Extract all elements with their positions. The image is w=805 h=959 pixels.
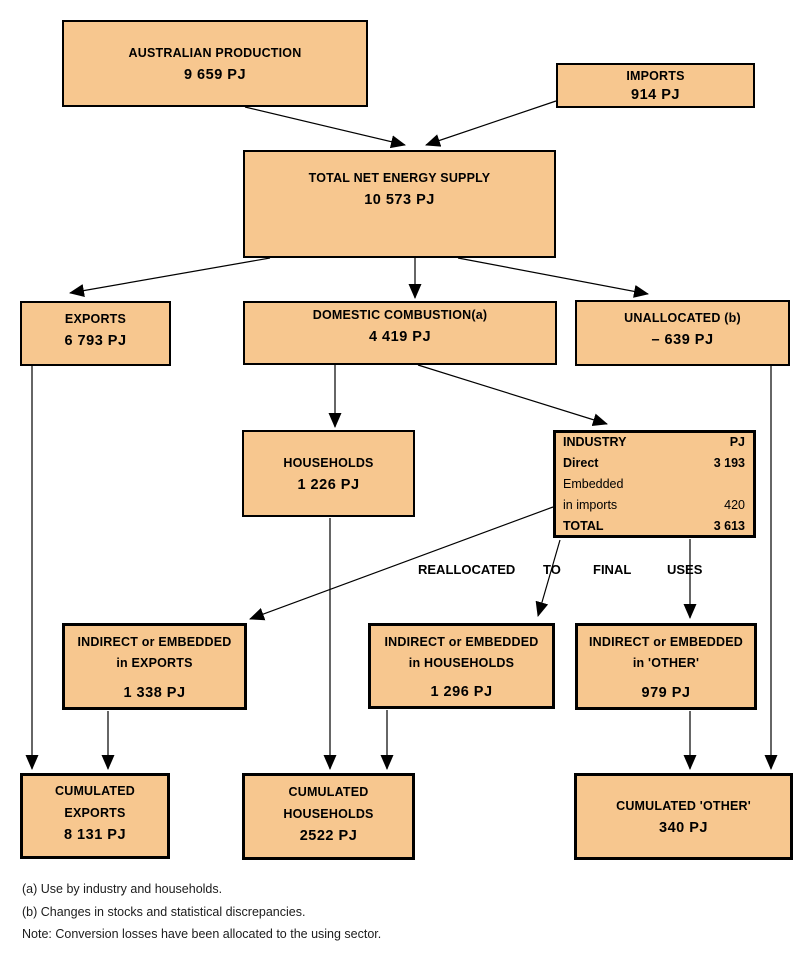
caption-reallocated: REALLOCATED	[418, 562, 516, 577]
industry-row-value: 420	[724, 497, 745, 512]
node-title-group: INDIRECT or EMBEDDED in HOUSEHOLDS	[384, 632, 538, 674]
arrow-production-to-supply	[244, 106, 406, 149]
node-title: IMPORTS	[626, 68, 685, 83]
node-cumulated-other: CUMULATED 'OTHER' 340 PJ	[574, 773, 793, 860]
footnote-b: (b) Changes in stocks and statistical di…	[22, 905, 306, 919]
node-title: HOUSEHOLDS	[283, 455, 374, 470]
node-value: 8 131 PJ	[63, 827, 127, 843]
node-value: 1 338 PJ	[123, 685, 186, 701]
industry-row-label: in imports	[563, 497, 618, 512]
node-value: 10 573 PJ	[364, 192, 435, 208]
node-title-line2: in EXPORTS	[116, 656, 193, 670]
node-value: 914 PJ	[631, 86, 680, 103]
node-title-line1: INDIRECT or EMBEDDED	[384, 635, 539, 649]
arrow-domestic-to-industry	[417, 364, 608, 427]
industry-header-label: INDUSTRY	[563, 434, 627, 449]
node-value: 4 419 PJ	[368, 329, 432, 345]
industry-header-row: INDUSTRY PJ	[563, 432, 745, 453]
node-value: 340 PJ	[659, 819, 708, 836]
node-value: 6 793 PJ	[64, 332, 127, 349]
arrow-industry-to-indirect-households	[535, 539, 561, 617]
node-title: CUMULATED 'OTHER'	[616, 798, 751, 813]
node-indirect-other: INDIRECT or EMBEDDED in 'OTHER' 979 PJ	[575, 623, 757, 710]
industry-row-label: Direct	[563, 455, 599, 470]
industry-row-label: Embedded	[563, 476, 624, 491]
caption-to: TO	[543, 562, 561, 577]
industry-row-total: TOTAL 3 613	[563, 516, 745, 537]
node-title: DOMESTIC COMBUSTION(a)	[312, 308, 488, 322]
industry-row-embedded: Embedded	[563, 474, 745, 495]
node-title: AUSTRALIAN PRODUCTION	[128, 45, 302, 60]
node-title-line2: HOUSEHOLDS	[283, 806, 374, 821]
industry-row-direct: Direct 3 193	[563, 453, 745, 474]
node-value: 979 PJ	[641, 685, 691, 701]
node-total-net-energy-supply: TOTAL NET ENERGY SUPPLY 10 573 PJ	[243, 150, 556, 258]
node-value: 2522 PJ	[299, 827, 358, 844]
industry-row-value: 3 613	[713, 518, 745, 533]
footnote-a: (a) Use by industry and households.	[22, 882, 223, 896]
node-exports: EXPORTS 6 793 PJ	[20, 301, 171, 366]
node-value: – 639 PJ	[651, 332, 714, 348]
node-cumulated-exports: CUMULATED EXPORTS 8 131 PJ	[20, 773, 170, 859]
arrow-supply-to-unallocated	[457, 257, 649, 298]
node-title: TOTAL NET ENERGY SUPPLY	[308, 171, 491, 185]
node-imports: IMPORTS 914 PJ	[556, 63, 755, 108]
node-title-group: INDIRECT or EMBEDDED in EXPORTS	[77, 632, 231, 674]
node-title-line2: in 'OTHER'	[632, 656, 700, 670]
node-indirect-households: INDIRECT or EMBEDDED in HOUSEHOLDS 1 296…	[368, 623, 555, 709]
node-industry-table: INDUSTRY PJ Direct 3 193 Embedded in imp…	[553, 430, 756, 538]
node-title-line1: CUMULATED	[288, 784, 369, 799]
node-cumulated-households: CUMULATED HOUSEHOLDS 2522 PJ	[242, 773, 415, 860]
caption-uses: USES	[667, 562, 703, 577]
industry-row-in-imports: in imports 420	[563, 495, 745, 516]
arrow-supply-to-exports	[69, 257, 271, 297]
node-value: 1 226 PJ	[297, 476, 360, 493]
node-title-group: INDIRECT or EMBEDDED in 'OTHER'	[589, 632, 743, 674]
node-title: UNALLOCATED (b)	[624, 311, 741, 325]
node-indirect-exports: INDIRECT or EMBEDDED in EXPORTS 1 338 PJ	[62, 623, 247, 710]
node-unallocated: UNALLOCATED (b) – 639 PJ	[575, 300, 790, 366]
node-title-line2: EXPORTS	[64, 806, 126, 820]
industry-header-unit: PJ	[729, 434, 745, 449]
node-title-line1: INDIRECT or EMBEDDED	[588, 635, 743, 649]
node-value: 9 659 PJ	[183, 66, 247, 83]
footnote-general: Note: Conversion losses have been alloca…	[22, 927, 382, 941]
node-domestic-combustion: DOMESTIC COMBUSTION(a) 4 419 PJ	[243, 301, 557, 365]
node-title-line1: CUMULATED	[54, 784, 136, 798]
caption-final: FINAL	[593, 562, 632, 577]
node-title: EXPORTS	[64, 311, 127, 326]
node-australian-production: AUSTRALIAN PRODUCTION 9 659 PJ	[62, 20, 368, 107]
node-title-line1: INDIRECT or EMBEDDED	[77, 635, 232, 649]
industry-row-label: TOTAL	[563, 518, 604, 533]
node-value: 1 296 PJ	[430, 684, 493, 700]
industry-row-value: 3 193	[713, 455, 745, 470]
node-households: HOUSEHOLDS 1 226 PJ	[242, 430, 415, 517]
node-title-line2: in HOUSEHOLDS	[408, 656, 515, 670]
arrow-imports-to-supply	[425, 100, 557, 147]
